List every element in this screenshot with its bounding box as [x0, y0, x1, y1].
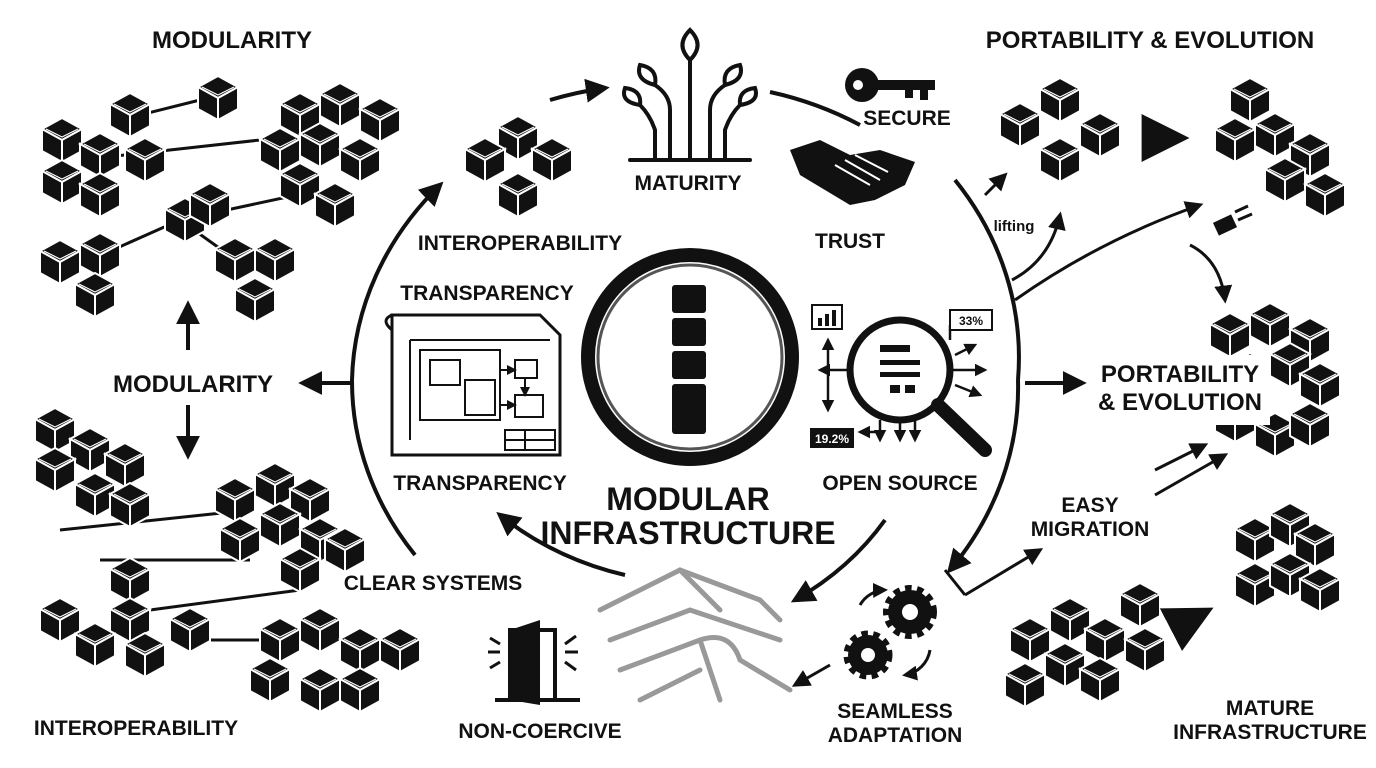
label-trust: TRUST: [815, 230, 885, 253]
key-icon: [845, 68, 935, 102]
interoperability-cubes-icon: [465, 116, 572, 217]
label-clear-systems: CLEAR SYSTEMS: [344, 572, 523, 595]
stat-bottom-text: 19.2%: [815, 432, 849, 446]
pillar-lens-icon: [588, 255, 792, 459]
label-interoperability-top: INTEROPERABILITY: [418, 232, 622, 255]
plant-icon: [624, 30, 756, 160]
label-seamless-2: ADAPTATION: [828, 724, 963, 747]
label-interoperability-bottom: INTEROPERABILITY: [34, 717, 238, 740]
label-secure: SECURE: [863, 107, 951, 130]
handshake-icon: [790, 140, 915, 205]
label-modularity-mid: MODULARITY: [113, 371, 273, 398]
label-easy-migration-2: MIGRATION: [1031, 518, 1150, 541]
label-transparency-bottom: TRANSPARENCY: [393, 472, 566, 495]
title-line2: INFRASTRUCTURE: [540, 515, 835, 551]
lifting-arrows: [985, 175, 1225, 300]
magnifier-icon: 33% 19.2%: [810, 305, 992, 450]
portability-cubes-top: [1000, 78, 1345, 217]
label-portability-top: PORTABILITY & EVOLUTION: [986, 27, 1314, 54]
label-portability-mid-2: & EVOLUTION: [1098, 389, 1262, 416]
label-transparency-top: TRANSPARENCY: [400, 282, 573, 305]
path-maze-icon: [600, 570, 790, 700]
blueprint-icon: [386, 315, 560, 455]
label-mature-1: MATURE: [1226, 697, 1314, 720]
label-mature-2: INFRASTRUCTURE: [1173, 721, 1367, 744]
label-modularity-top: MODULARITY: [152, 27, 312, 54]
label-non-coercive: NON-COERCIVE: [458, 720, 621, 743]
label-portability-mid-1: PORTABILITY: [1101, 361, 1259, 388]
bar-chart-icon: [812, 305, 842, 329]
modularity-cube-network-top: [40, 76, 400, 322]
stat-top-text: 33%: [959, 314, 983, 328]
label-easy-migration-1: EASY: [1061, 494, 1118, 517]
label-open-source: OPEN SOURCE: [822, 472, 977, 495]
title-line1: MODULAR: [606, 481, 770, 517]
door-icon: [488, 620, 580, 705]
label-maturity: MATURITY: [635, 172, 742, 195]
label-seamless-1: SEAMLESS: [837, 700, 953, 723]
arrow-left-bottom: [795, 665, 830, 685]
gears-icon: [848, 590, 932, 675]
label-lifting: lifting: [994, 218, 1035, 235]
plug-icon: [1213, 206, 1252, 236]
arrow-right-bottom: [1180, 612, 1205, 625]
